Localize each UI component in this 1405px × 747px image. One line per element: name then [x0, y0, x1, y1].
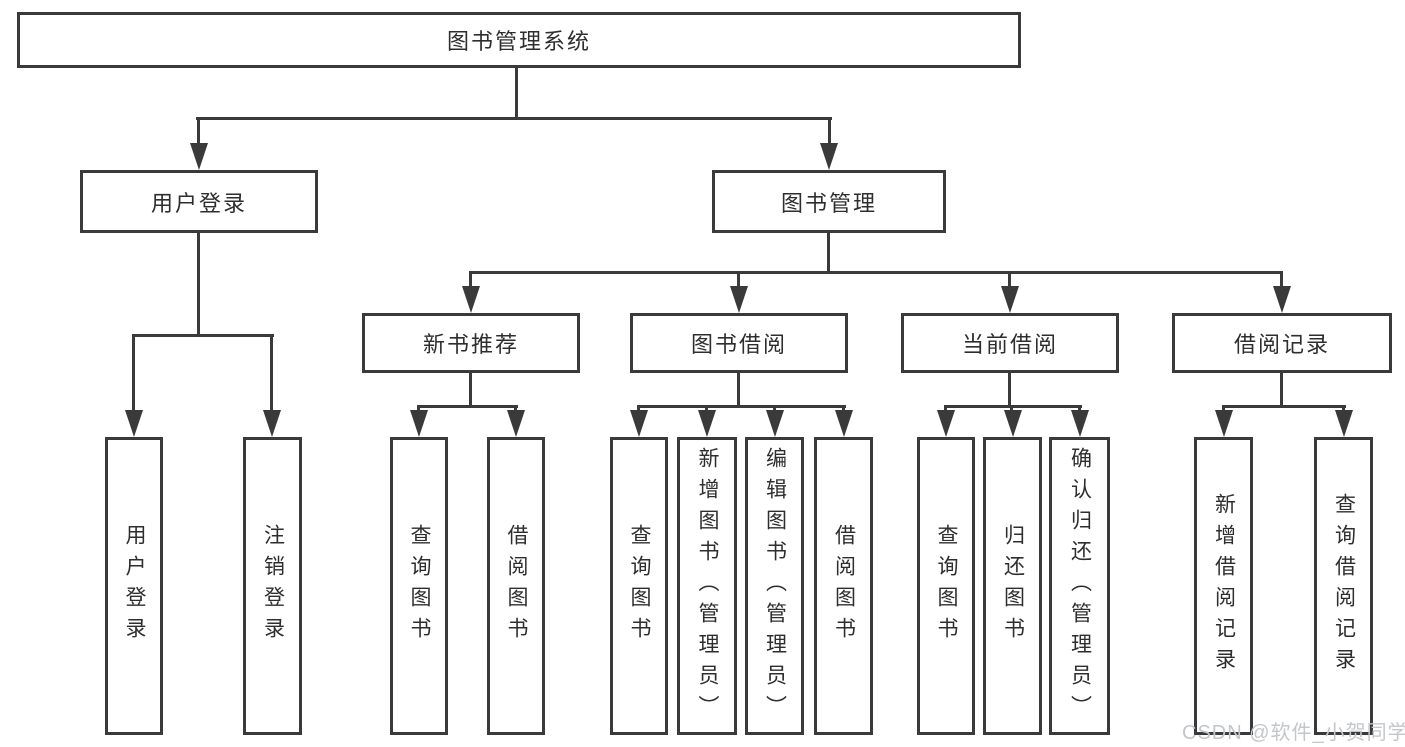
node-book-management: 图书管理: [712, 170, 946, 233]
connector-line: [1280, 373, 1283, 408]
arrow-down-icon: [190, 143, 208, 170]
connector-line: [737, 373, 740, 408]
arrow-down-icon: [1335, 410, 1353, 437]
connector-line: [132, 334, 274, 337]
arrow-down-icon: [1215, 410, 1233, 437]
leaf-add-book-admin: 新增图书（管理员）: [677, 437, 737, 735]
connector-line: [469, 271, 472, 289]
leaf-query-books-current: 查询图书: [917, 437, 975, 735]
leaf-borrow-books-recommend: 借阅图书: [487, 437, 545, 735]
connector-line: [1280, 271, 1283, 289]
leaf-return-book: 归还图书: [983, 437, 1042, 735]
connector-line: [197, 117, 200, 145]
leaf-borrow-books-borrow: 借阅图书: [814, 437, 873, 735]
arrow-down-icon: [937, 410, 955, 437]
arrow-down-icon: [462, 286, 480, 313]
leaf-query-borrow-record: 查询借阅记录: [1314, 437, 1373, 735]
arrow-down-icon: [125, 410, 143, 437]
node-borrowing-records: 借阅记录: [1172, 313, 1392, 373]
connector-line: [469, 373, 472, 408]
node-book-borrowing: 图书借阅: [630, 313, 848, 373]
connector-line: [132, 334, 135, 412]
arrow-down-icon: [630, 410, 648, 437]
leaf-user-login: 用户登录: [105, 437, 163, 735]
connector-line: [469, 271, 1283, 274]
arrow-down-icon: [698, 410, 716, 437]
leaf-logout: 注销登录: [243, 437, 302, 735]
connector-line: [417, 405, 518, 408]
arrow-down-icon: [835, 410, 853, 437]
arrow-down-icon: [1273, 286, 1291, 313]
connector-line: [270, 334, 273, 412]
connector-line: [737, 271, 740, 289]
leaf-add-borrow-record: 新增借阅记录: [1194, 437, 1253, 735]
leaf-edit-book-admin: 编辑图书（管理员）: [745, 437, 804, 735]
arrow-down-icon: [1001, 286, 1019, 313]
node-current-borrowing: 当前借阅: [901, 313, 1119, 373]
connector-line: [828, 117, 831, 145]
leaf-confirm-return-admin: 确认归还（管理员）: [1049, 437, 1110, 735]
connector-line: [515, 68, 518, 120]
arrow-down-icon: [1071, 410, 1089, 437]
arrow-down-icon: [263, 410, 281, 437]
arrow-down-icon: [820, 143, 838, 170]
connector-line: [827, 233, 830, 273]
connector-line: [944, 405, 1082, 408]
watermark-text: CSDN @软件_小贺同学: [1182, 722, 1405, 744]
arrow-down-icon: [507, 410, 525, 437]
connector-line: [637, 405, 846, 408]
connector-line: [1222, 405, 1346, 408]
node-new-book-recommendation: 新书推荐: [362, 313, 580, 373]
node-library-system: 图书管理系统: [17, 12, 1021, 68]
connector-line: [1008, 373, 1011, 408]
leaf-query-books-recommend: 查询图书: [390, 437, 448, 735]
leaf-query-books-borrow: 查询图书: [610, 437, 668, 735]
arrow-down-icon: [730, 286, 748, 313]
connector-line: [197, 233, 200, 335]
connector-line: [1008, 271, 1011, 289]
arrow-down-icon: [410, 410, 428, 437]
node-user-login: 用户登录: [80, 170, 318, 233]
connector-line: [196, 117, 832, 120]
arrow-down-icon: [1004, 410, 1022, 437]
arrow-down-icon: [766, 410, 784, 437]
